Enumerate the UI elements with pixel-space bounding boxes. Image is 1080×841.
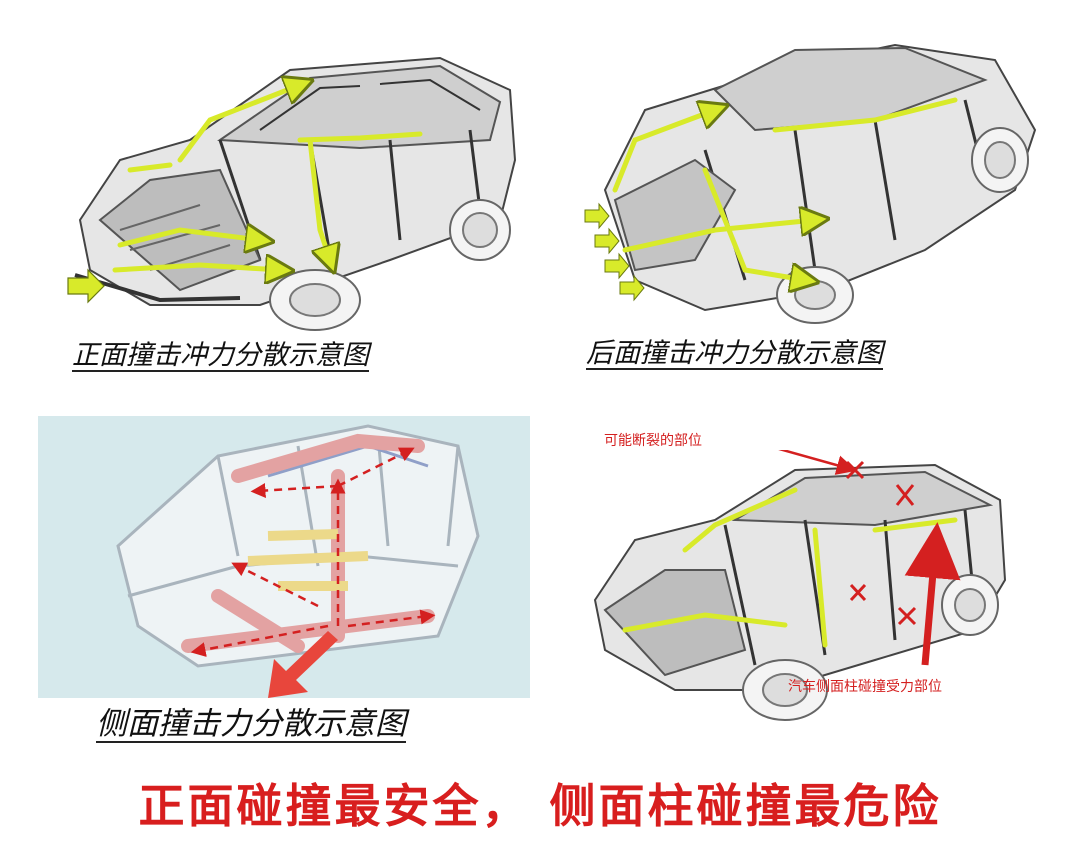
break-pointer-line <box>778 450 857 475</box>
rear-load-path-lines <box>612 97 958 280</box>
rear-impact-diagram <box>575 30 1045 330</box>
rear-impact-arrows <box>584 202 645 302</box>
side-impact-diagram <box>38 416 530 698</box>
car-body-frame-rear <box>603 43 1037 324</box>
side-yellow-members <box>247 529 369 591</box>
pole-impact-arrow <box>904 522 961 666</box>
front-impact-diagram <box>60 30 530 340</box>
front-impact-caption: 正面撞击冲力分散示意图 <box>72 340 369 373</box>
side-impact-caption: 侧面撞击力分散示意图 <box>96 706 406 743</box>
break-point-label: 可能断裂的部位 <box>604 433 702 449</box>
summary-title: 正面碰撞最安全， 侧面柱碰撞最危险 <box>138 779 942 833</box>
front-impact-arrow <box>67 268 105 304</box>
car-body-frame <box>74 56 517 331</box>
pole-impact-diagram <box>575 450 1045 740</box>
pole-force-label: 汽车侧面柱碰撞受力部位 <box>788 679 942 695</box>
side-impact-arrow <box>268 631 338 698</box>
load-path-lines <box>112 85 423 270</box>
side-force-arrows <box>190 447 436 657</box>
rear-impact-caption: 后面撞击冲力分散示意图 <box>586 338 883 371</box>
